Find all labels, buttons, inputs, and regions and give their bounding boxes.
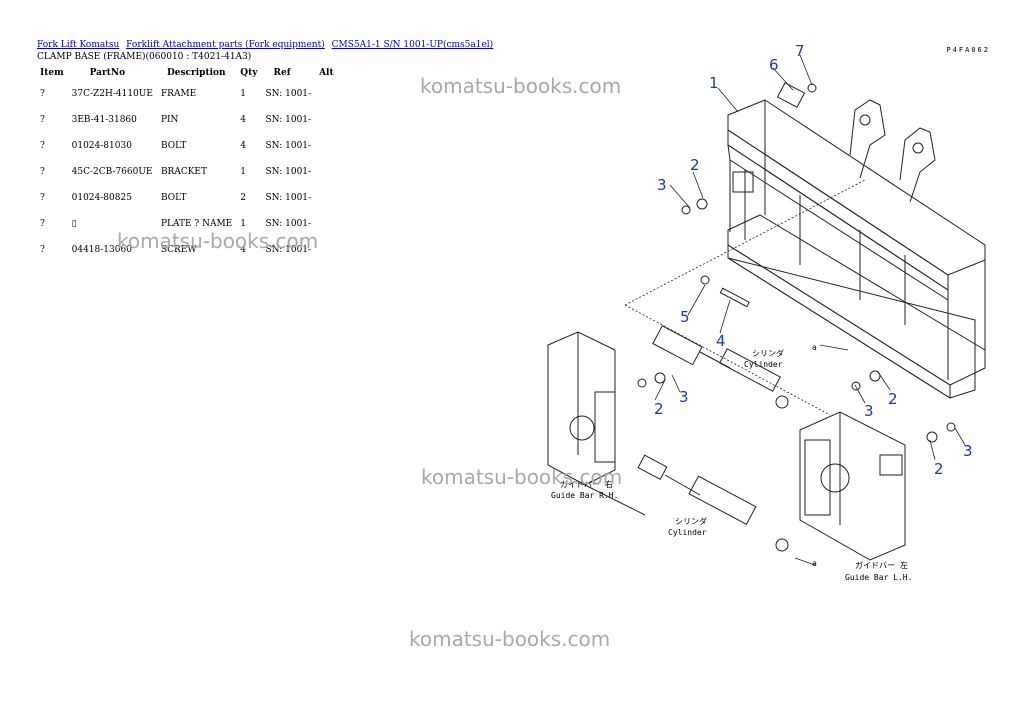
cell-item: ?: [40, 89, 45, 99]
watermark: komatsu-books.com: [117, 229, 319, 253]
table-row: ? ▯ PLATE ? NAME 1 SN: 1001-: [36, 211, 338, 237]
watermark: komatsu-books.com: [421, 465, 623, 489]
cell-partno: 04418-13060: [71, 245, 132, 255]
table-row: ? 01024-81030 BOLT 4 SN: 1001-: [36, 133, 338, 159]
cell-description: SCREW: [160, 245, 197, 255]
cell-item: ?: [40, 141, 45, 151]
cell-partno: 01024-80825: [71, 193, 132, 203]
col-header-partno: PartNo: [89, 68, 126, 78]
cell-qty: 1: [240, 89, 246, 99]
frame-assembly: [727, 99, 986, 399]
cell-partno: 37C-Z2H-4110UE: [71, 89, 153, 99]
guide-bar-lh-label-jp: ガイドバー 左: [855, 560, 908, 570]
cylinder-label-en: Cylinder: [744, 360, 783, 369]
cell-qty: 1: [240, 219, 246, 229]
cell-ref: SN: 1001-: [265, 167, 312, 177]
cell-partno: 01024-81030: [71, 141, 132, 151]
cell-ref: SN: 1001-: [265, 219, 312, 229]
cell-ref: SN: 1001-: [265, 193, 312, 203]
diagram-annotations: シリンダ Cylinder シリンダ Cylinder ガイドバー 右 Guid…: [551, 343, 912, 582]
cell-qty: 1: [240, 167, 246, 177]
callout-7: 7: [795, 42, 805, 60]
cell-partno: ▯: [71, 219, 77, 229]
sheet-id: P4FA062: [946, 46, 990, 54]
callout-3: 3: [679, 388, 689, 406]
cell-description: BOLT: [160, 193, 187, 203]
guide-bar-rh-label-en: Guide Bar R.H.: [551, 491, 618, 500]
cell-qty: 4: [240, 115, 246, 125]
cell-partno: 3EB-41-31860: [71, 115, 137, 125]
guide-bar-lh: [799, 411, 906, 561]
guide-bar-lh-label-en: Guide Bar L.H.: [845, 573, 912, 582]
col-header-qty: Qty: [240, 68, 258, 78]
callout-2: 2: [690, 156, 700, 174]
cell-description: FRAME: [160, 89, 197, 99]
cell-partno: 45C-2CB-7660UE: [71, 167, 153, 177]
callout-3: 3: [657, 176, 667, 194]
page-title: CLAMP BASE (FRAME)(060010 : T4021-41A3): [37, 52, 252, 62]
callout-3: 3: [864, 402, 874, 420]
callout-4: 4: [716, 332, 726, 350]
cell-description: BOLT: [160, 141, 187, 151]
cell-qty: 4: [240, 245, 246, 255]
cell-ref: SN: 1001-: [265, 141, 312, 151]
cylinder-label-jp: シリンダ: [675, 516, 707, 526]
callout-labels: 1 2 3 4 5 6 7 2 3 2 3 2 3: [654, 42, 973, 478]
cylinder-label-jp: シリンダ: [752, 348, 784, 358]
callout-2: 2: [934, 460, 944, 478]
col-header-item: Item: [40, 68, 64, 78]
guide-bar-rh: [547, 331, 646, 516]
table-row: ? 3EB-41-31860 PIN 4 SN: 1001-: [36, 107, 338, 133]
callout-1: 1: [709, 74, 719, 92]
cell-ref: SN: 1001-: [265, 89, 312, 99]
breadcrumb: Fork Lift Komatsu Forklift Attachment pa…: [37, 40, 497, 50]
table-header-row: Item PartNo Description Qty Ref Alt: [36, 65, 338, 81]
reference-a-lower: a: [812, 559, 817, 568]
table-row: ? 45C-2CB-7660UE BRACKET 1 SN: 1001-: [36, 159, 338, 185]
callout-6: 6: [769, 56, 779, 74]
table-row: ? 04418-13060 SCREW 4 SN: 1001-: [36, 237, 338, 263]
breadcrumb-link-fork-lift[interactable]: Fork Lift Komatsu: [37, 40, 120, 50]
leader-lines: [624, 54, 966, 566]
cell-item: ?: [40, 193, 45, 203]
cylinder-lower: [637, 454, 789, 552]
cylinder-label-en: Cylinder: [668, 528, 707, 537]
callout-3: 3: [963, 442, 973, 460]
cell-item: ?: [40, 167, 45, 177]
cell-ref: SN: 1001-: [265, 245, 312, 255]
parts-table: Item PartNo Description Qty Ref Alt ? 37…: [36, 65, 338, 263]
cell-description: PIN: [160, 115, 179, 125]
callout-2: 2: [654, 400, 664, 418]
callout-5: 5: [680, 308, 690, 326]
watermark: komatsu-books.com: [409, 627, 611, 651]
col-header-ref: Ref: [273, 68, 291, 78]
reference-a-upper: a: [812, 343, 817, 352]
cell-qty: 2: [240, 193, 246, 203]
cylinder-upper: [652, 325, 789, 409]
col-header-description: Description: [166, 68, 226, 78]
table-row: ? 01024-80825 BOLT 2 SN: 1001-: [36, 185, 338, 211]
callout-2: 2: [888, 390, 898, 408]
cell-description: BRACKET: [160, 167, 208, 177]
guide-bar-rh-label-jp: ガイドバー 右: [560, 479, 613, 489]
cell-description: PLATE ? NAME: [160, 219, 233, 229]
breadcrumb-link-model[interactable]: CMS5A1-1 S/N 1001-UP(cms5a1el): [331, 40, 494, 50]
cell-ref: SN: 1001-: [265, 115, 312, 125]
table-row: ? 37C-Z2H-4110UE FRAME 1 SN: 1001-: [36, 81, 338, 107]
watermark: komatsu-books.com: [420, 74, 622, 98]
cell-item: ?: [40, 115, 45, 125]
cell-item: ?: [40, 245, 45, 255]
breadcrumb-link-attachment-parts[interactable]: Forklift Attachment parts (Fork equipmen…: [126, 40, 325, 50]
cell-item: ?: [40, 219, 45, 229]
cell-qty: 4: [240, 141, 246, 151]
col-header-alt: Alt: [319, 68, 334, 78]
